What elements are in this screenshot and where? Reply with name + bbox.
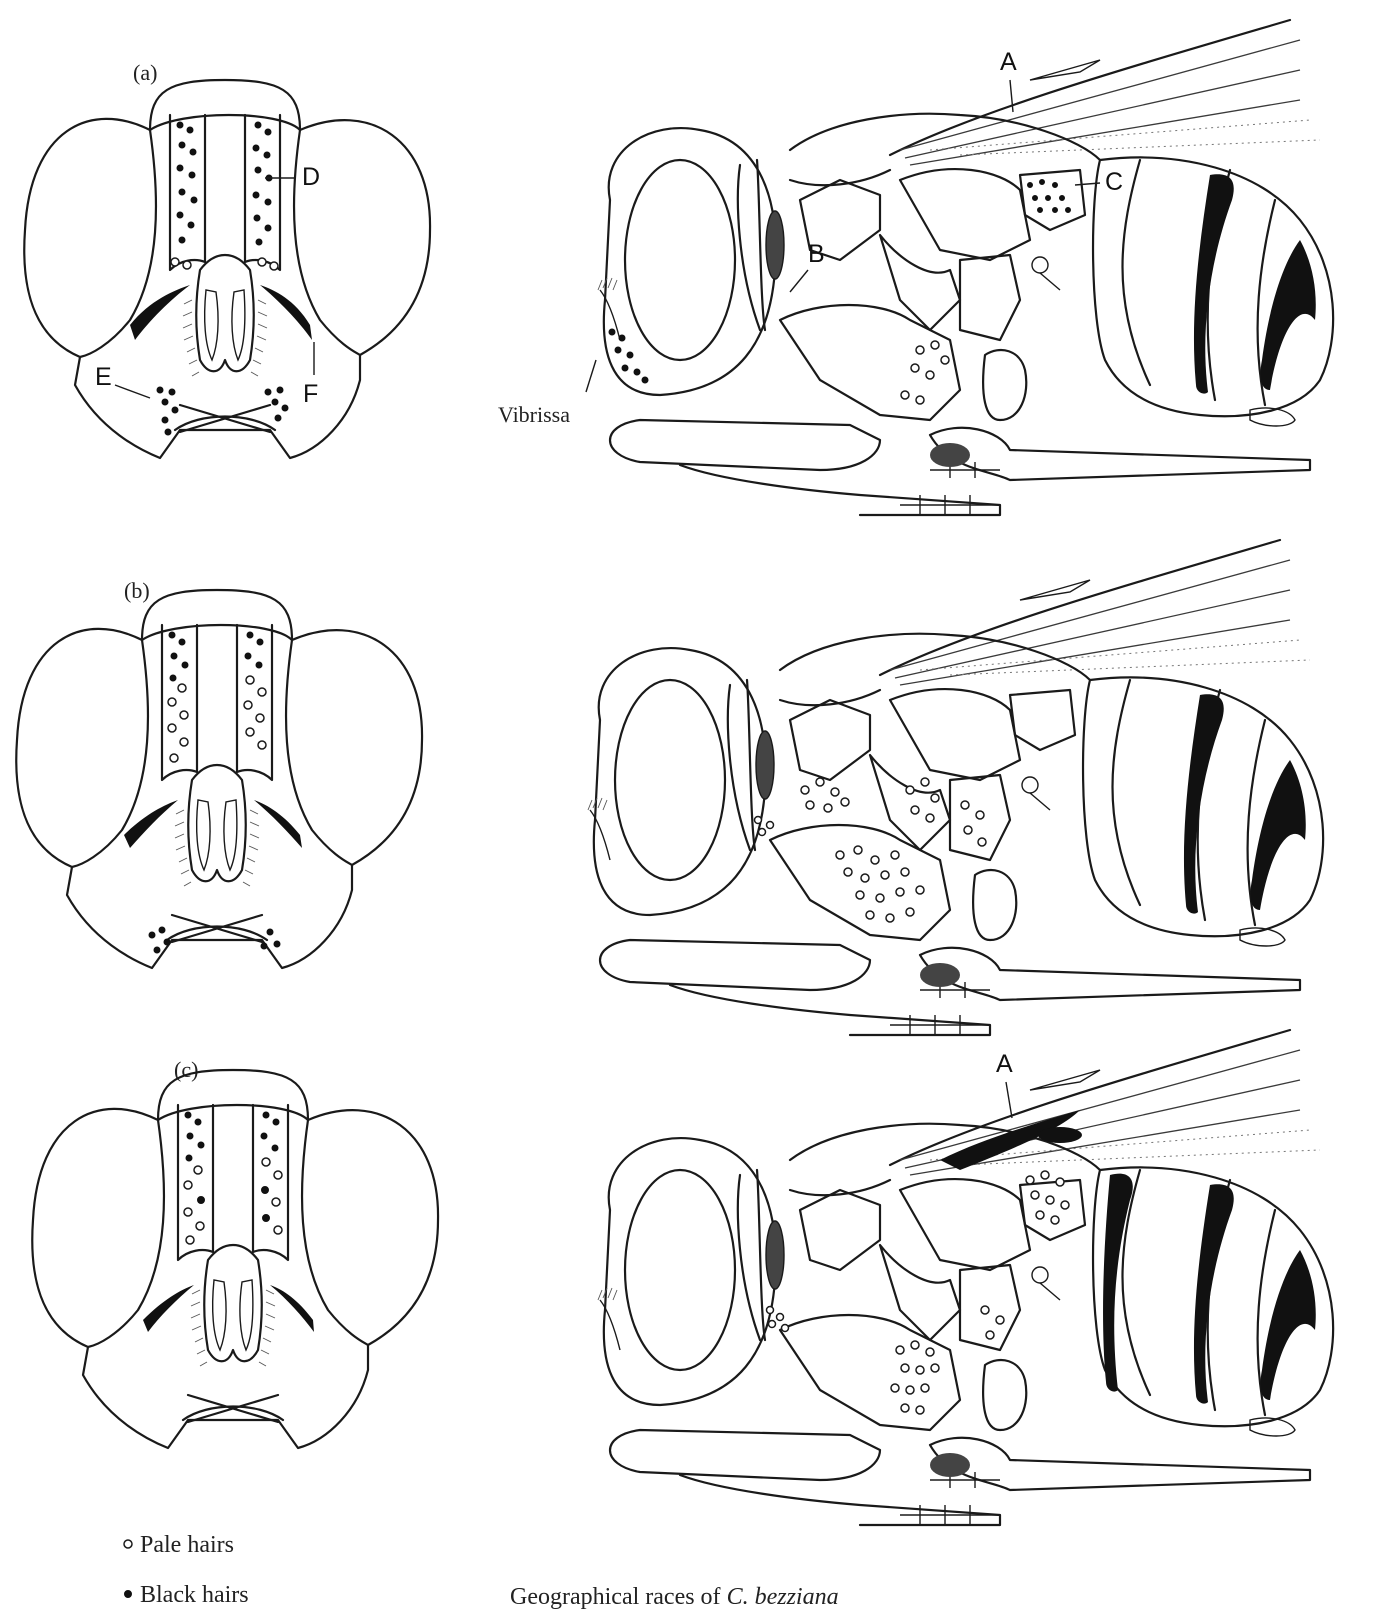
panel-a: (a) — [24, 20, 1333, 515]
pale-hairs-c — [891, 1171, 1069, 1414]
callout-a-bottom-arrow — [1006, 1082, 1012, 1118]
callout-a-top: A — [1000, 48, 1017, 76]
callout-b: B — [808, 240, 825, 268]
legend: Pale hairs Black hairs — [124, 1532, 249, 1608]
fly-lateral-b — [588, 540, 1323, 1035]
legend-black-label: Black hairs — [140, 1582, 249, 1608]
frontal-hairs-b — [168, 632, 266, 762]
callout-c: C — [1105, 168, 1123, 196]
vibrissal-hairs-a — [609, 329, 648, 383]
legend-pale-label: Pale hairs — [140, 1532, 234, 1558]
fly-lateral-a: A B C Vibrissa — [498, 20, 1333, 515]
panel-b-label: (b) — [124, 578, 150, 603]
callout-d: D — [302, 163, 320, 191]
vibrissa-arrow — [586, 360, 596, 392]
head-frontal-a: D E F — [24, 80, 430, 458]
head-frontal-b — [16, 590, 422, 968]
callout-e-arrow — [115, 385, 150, 398]
pale-hairs-b — [801, 778, 986, 922]
pale-hairs-a — [901, 341, 949, 404]
vibrissa-label: Vibrissa — [498, 402, 570, 427]
figure-caption: Geographical races of C. bezziana — [510, 1584, 839, 1610]
panel-b: (b) — [16, 540, 1323, 1035]
head-frontal-c — [32, 1070, 438, 1448]
panel-a-label: (a) — [133, 60, 157, 85]
legend-black-swatch — [125, 1591, 132, 1598]
callout-a-bottom: A — [996, 1050, 1013, 1078]
thoracic-hairs-c-a — [1028, 180, 1071, 213]
fly-lateral-c: A — [598, 1030, 1333, 1525]
callout-e: E — [95, 363, 112, 391]
caption-species: C. bezziana — [727, 1584, 839, 1610]
panel-c: (c) — [32, 1030, 1333, 1525]
frontal-hairs-c — [184, 1112, 282, 1244]
callout-b-arrow — [790, 270, 808, 292]
callout-a-arrow — [1010, 80, 1013, 112]
frontal-hairs-a — [171, 122, 278, 270]
callout-f: F — [303, 380, 318, 408]
caption-prefix: Geographical races of — [510, 1584, 727, 1610]
legend-pale-swatch — [124, 1540, 132, 1548]
